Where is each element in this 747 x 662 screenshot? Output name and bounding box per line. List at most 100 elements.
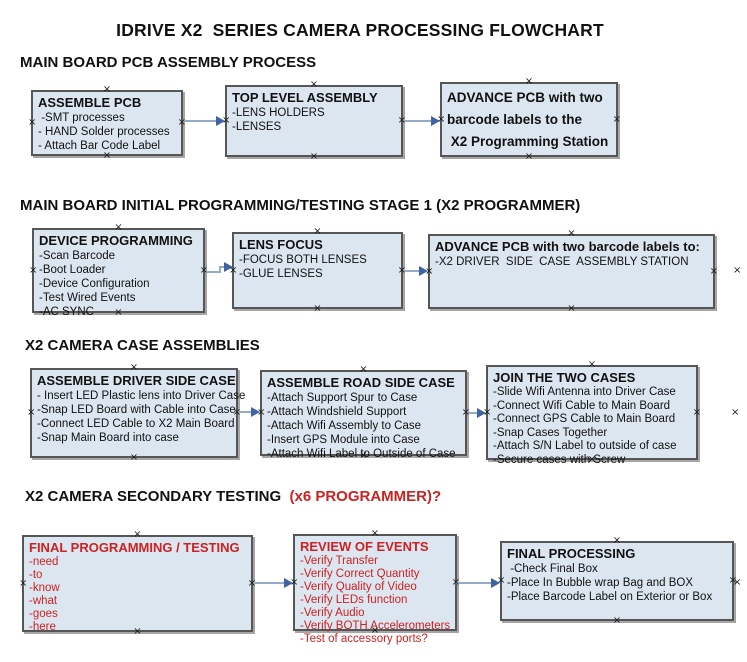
flow-box-item: -AC SYNC — [39, 306, 94, 318]
arrow-line — [468, 412, 478, 414]
connection-point-marker: × — [709, 265, 718, 277]
connection-point-marker: × — [587, 359, 597, 370]
flow-box-item: -Slide Wifi Antenna into Driver Case — [493, 386, 676, 398]
flow-box-title: ADVANCE PCB with two barcode labels to: — [435, 239, 700, 254]
flow-box-item: -Snap Main Board into case — [37, 432, 179, 444]
flow-box-item: - HAND Solder processes — [38, 126, 170, 138]
flow-box-advance-to-driver-side-station: ADVANCE PCB with two barcode labels to: -… — [425, 229, 718, 314]
flow-box-item: -Attach Wifi Assembly to Case — [267, 420, 422, 432]
connection-point-marker: × — [133, 529, 142, 540]
arrowhead-icon — [216, 116, 225, 126]
flow-box-title: LENS FOCUS — [239, 237, 323, 252]
connection-point-marker: × — [29, 264, 38, 276]
flow-box-item: -Test Wired Events — [39, 292, 136, 304]
flow-arrow — [456, 578, 500, 588]
arrowhead-icon — [431, 116, 440, 126]
flow-box-item: -Boot Loader — [39, 264, 106, 276]
connection-point-marker: × — [27, 407, 36, 418]
connection-point-marker: × — [129, 362, 139, 373]
section-header-secondary-testing: X2 CAMERA SECONDARY TESTING (x6 PROGRAMM… — [25, 488, 441, 505]
arrow-line — [404, 120, 432, 122]
section-header-text: X2 CAMERA CASE ASSEMBLIES — [25, 337, 260, 354]
flow-box-item: -Connect Wifi Cable to Main Board — [493, 399, 671, 412]
flow-box-item: -Verify Correct Quantity — [300, 568, 420, 580]
flow-box-title-line: barcode labels to the — [447, 112, 583, 127]
flow-box-item: -Attach Windshield Support — [267, 406, 407, 418]
flow-box-item: -X2 DRIVER SIDE CASE ASSEMBLY STATION — [435, 256, 689, 268]
connection-point-marker: × — [728, 575, 737, 586]
section-header-suffix: (x6 PROGRAMMER)? — [285, 488, 442, 505]
connection-point-marker: × — [567, 303, 576, 314]
flow-box-item: -Attach Wifi Label to Outside of Case — [267, 448, 456, 460]
flow-box-item: -Check Final Box — [507, 563, 598, 575]
flow-box-item: -Verify LEDs function — [300, 594, 408, 606]
flow-box-item: -Test of accessory ports? — [300, 633, 428, 645]
arrow-line — [219, 266, 221, 273]
flow-box-item: -SMT processes — [38, 112, 125, 124]
arrowhead-icon — [477, 408, 486, 418]
flow-box-item: -Device Configuration — [39, 278, 150, 290]
flow-box-item: -know — [29, 582, 60, 594]
flow-box-item: -Attach Support Spur to Case — [267, 392, 418, 404]
flow-box-review-of-events: REVIEW OF EVENTS-Verify Transfer-Verify … — [290, 529, 460, 646]
flow-box-item: -GLUE LENSES — [239, 268, 323, 280]
section-header-text: MAIN BOARD PCB ASSEMBLY PROCESS — [20, 54, 317, 71]
flow-arrow — [404, 266, 428, 276]
flow-box-top-level-assembly: TOP LEVEL ASSEMBLY-LENS HOLDERS-LENSES××… — [222, 80, 406, 162]
flow-box-title: FINAL PROCESSING — [507, 546, 636, 561]
connection-point-marker: × — [313, 303, 322, 314]
flow-box-assemble-road-side-case: ASSEMBLE ROAD SIDE CASE -Attach Support S… — [257, 365, 470, 461]
connection-point-marker: × — [129, 452, 139, 463]
connection-point-marker: × — [524, 76, 534, 87]
flow-arrow — [404, 116, 440, 126]
flow-box-title: JOIN THE TWO CASES — [493, 370, 636, 385]
flow-box-item: -Place In Bubble wrap Bag and BOX — [507, 577, 694, 589]
arrow-line — [184, 120, 217, 122]
flow-box-item: -to — [29, 569, 43, 581]
flow-box-item: -Scan Barcode — [39, 250, 116, 262]
flow-box-item: -LENSES — [232, 121, 282, 133]
flow-arrow — [254, 578, 293, 588]
section-header-text: MAIN BOARD INITIAL PROGRAMMING/TESTING S… — [20, 197, 581, 214]
flow-arrow-elbow — [205, 261, 233, 277]
flow-box-final-processing: FINAL PROCESSING -Check Final Box -Place … — [497, 536, 737, 626]
flow-box-title: ASSEMBLE PCB — [38, 95, 142, 110]
flow-box-item: -Verify Audio — [300, 607, 365, 619]
flow-box-item: -Secure cases with Screw — [493, 453, 626, 466]
section-header-case-assemblies: X2 CAMERA CASE ASSEMBLIES — [25, 337, 260, 354]
flow-box-item: -LENS HOLDERS — [232, 107, 325, 119]
connection-point-marker: × — [612, 535, 622, 546]
flow-box-item: -FOCUS BOTH LENSES — [239, 254, 367, 266]
flow-box-final-programming-testing: FINAL PROGRAMMING / TESTING-need-to-know… — [19, 530, 256, 637]
flow-box-item: -Connect GPS Cable to Main Board — [493, 413, 676, 425]
flow-box-item: -Verify BOTH Accelerometers — [300, 620, 451, 632]
connection-point-marker: × — [612, 615, 622, 626]
flow-box-item: - Attach Bar Code Label — [38, 140, 161, 152]
flow-arrow — [184, 116, 225, 126]
flow-box-join-the-two-cases: JOIN THE TWO CASES-Slide Wifi Antenna in… — [483, 360, 701, 466]
connection-point-marker: × — [309, 79, 319, 90]
connection-point-marker: × — [102, 150, 112, 161]
page-title: IDRIVE X2 SERIES CAMERA PROCESSING FLOWC… — [116, 20, 604, 40]
flow-box-title: ASSEMBLE ROAD SIDE CASE — [267, 375, 455, 390]
connection-point-marker: × — [359, 364, 368, 375]
flow-box-title: DEVICE PROGRAMMING — [39, 233, 193, 248]
flow-box-title: ASSEMBLE DRIVER SIDE CASE — [37, 373, 236, 388]
flow-box-item: -Snap Cases Together — [493, 426, 608, 439]
arrowhead-icon — [419, 266, 428, 276]
flow-box-item: -Verify Quality of Video — [300, 581, 417, 593]
section-header-initial-programming: MAIN BOARD INITIAL PROGRAMMING/TESTING S… — [20, 197, 580, 214]
flow-box-assemble-pcb: ASSEMBLE PCB -SMT processes - HAND Solder… — [28, 85, 186, 161]
flow-box-item: -goes — [29, 608, 58, 620]
connection-point-marker: × — [567, 228, 576, 239]
flow-box-item: -Connect LED Cable to X2 Main Board — [37, 418, 235, 430]
connection-point-marker: × — [309, 151, 319, 162]
flow-box-title: FINAL PROGRAMMING / TESTING — [29, 540, 240, 555]
flow-box-item: -Place Barcode Label on Exterior or Box — [507, 591, 713, 603]
arrowhead-icon — [491, 578, 500, 588]
flow-box-lens-focus: LENS FOCUS -FOCUS BOTH LENSES -GLUE LENSES… — [229, 227, 406, 314]
connection-point-marker: × — [114, 222, 123, 233]
section-header-pcb-assembly: MAIN BOARD PCB ASSEMBLY PROCESS — [20, 54, 316, 71]
connection-point-marker: × — [733, 577, 742, 588]
flow-box-item: -Verify Transfer — [300, 555, 378, 567]
